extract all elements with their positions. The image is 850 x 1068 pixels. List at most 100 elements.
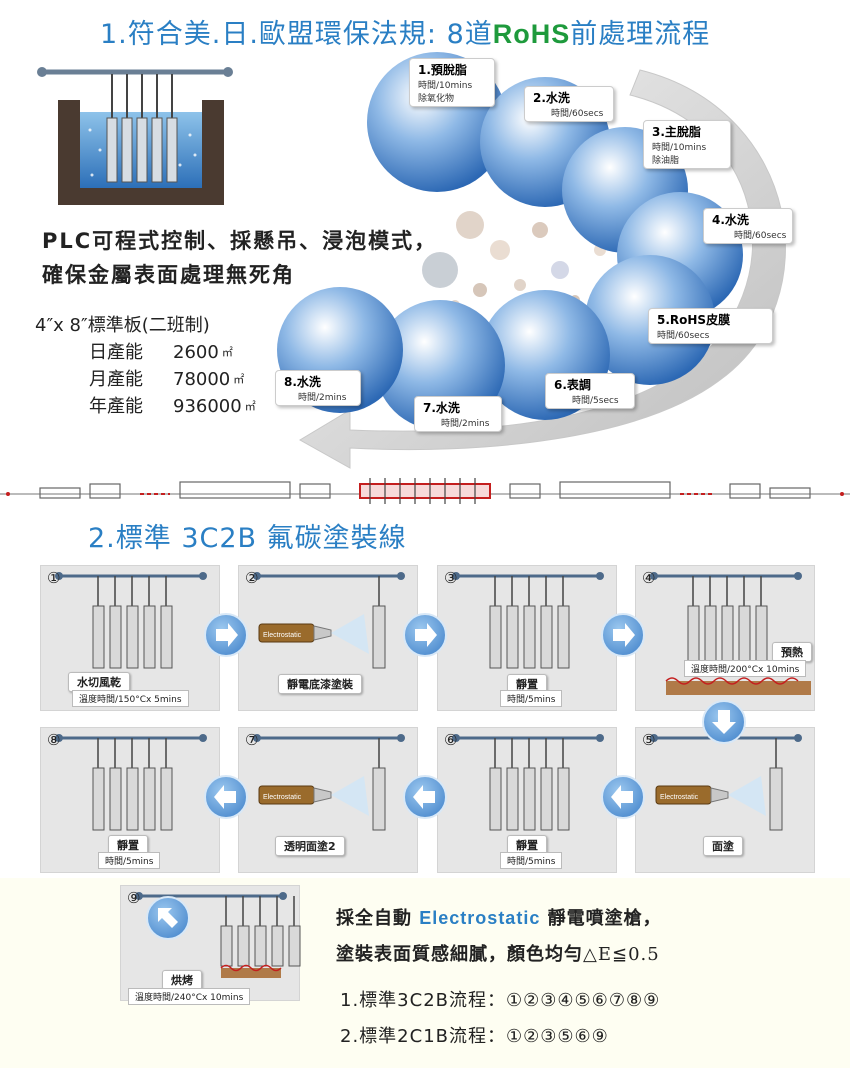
capacity-label: 月產能 [89,369,143,390]
panel-step-detail: 溫度時間/200°Cx 10mins [684,660,807,677]
step-name: 7.水洗 [423,401,460,415]
step-time: 時間/10mins [418,81,473,91]
capacity-label: 日產能 [89,342,143,363]
step-label: 4.水洗 時間/60secs [703,208,793,244]
right-arrow-icon [204,613,248,657]
capacity-label: 年產能 [89,396,143,417]
process-panel: ④ [635,565,815,711]
panel-illustration [135,892,301,978]
dip-tank-illustration [37,67,233,205]
panel-illustration [452,734,604,831]
rohs-mark: RoHS [492,19,571,49]
panel-illustration [55,572,207,669]
section1-title-prefix: 1.符合美.日.歐盟環保法規: 8道 [100,19,493,50]
panel-step-number: ① [47,569,61,587]
process-panel: Electrostatic ⑦ [238,727,418,873]
panel-step-number: ⑥ [444,731,458,749]
step-time: 時間/60secs [657,331,710,341]
feature-line-2: 塗裝表面質感細膩，顏色均勻△E≦0.5 [336,937,662,973]
right-arrow-icon [601,613,645,657]
step-name: 6.表調 [554,378,591,392]
capacity-value: 78000 [173,369,231,390]
panel-step-number: ⑦ [245,731,259,749]
panel-step-number: ② [245,569,259,587]
step-label: 5.RoHS皮膜 時間/60secs [648,308,773,344]
left-arrow-icon [204,775,248,819]
panel-step-number: ⑤ [642,731,656,749]
panel-step-name: 靜置 [507,835,547,855]
section1-title: 1.符合美.日.歐盟環保法規: 8道RoHS前處理流程 [100,12,710,51]
capacity-unit: ㎡ [221,346,233,359]
panel-step-name: 預熱 [772,642,812,662]
panel-illustration [452,572,604,669]
panel-step-name: 靜電底漆塗裝 [278,674,362,694]
step-time: 時間/10mins [652,143,707,153]
step-label: 6.表調 時間/5secs [545,373,635,409]
process-panel: ⑨ [120,885,301,1001]
right-arrow-icon [403,613,447,657]
step-time: 時間/60secs [734,231,787,241]
step-time: 時間/60secs [551,109,604,119]
section1-title-suffix: 前處理流程 [570,19,711,50]
feature-line-1: 採全自動 Electrostatic 靜電噴塗槍， [336,900,662,937]
panel-step-detail: 時間/5mins [500,852,563,869]
panel-illustration [55,734,207,831]
panel-step-name: 靜置 [108,835,148,855]
step-label: 2.水洗 時間/60secs [524,86,614,122]
electrostatic-gun-label: Electrostatic [660,794,699,801]
plc-line-1: PLC可程式控制、採懸吊、浸泡模式， [42,229,438,253]
electrostatic-gun-label: Electrostatic [263,794,302,801]
step-label: 3.主脫脂 時間/10mins 除油脂 [643,120,731,169]
capacity-unit: ㎡ [244,400,256,413]
panel-step-detail: 時間/5mins [500,690,563,707]
panel-step-number: ③ [444,569,458,587]
panel-step-detail: 溫度時間/240°Cx 10mins [128,988,251,1005]
panel-step-number: ④ [642,569,656,587]
panel-illustration: Electrostatic [650,734,802,831]
plc-description: PLC可程式控制、採懸吊、浸泡模式， 確保金屬表面處理無死角 [42,224,437,292]
panel-illustration: Electrostatic [253,734,405,831]
feature-text-part: 採全自動 [336,908,420,929]
step-name: 5.RoHS皮膜 [657,313,731,327]
flow-3c2b: 1.標準3C2B流程：①②③④⑤⑥⑦⑧⑨ [340,990,661,1011]
panel-step-name: 透明面塗2 [275,836,345,856]
plc-line-2: 確保金屬表面處理無死角 [42,263,295,287]
section2-title: 2.標準 3C2B 氟碳塗裝線 [88,523,407,554]
conveyor-track [0,478,850,504]
capacity-value: 2600 [173,342,219,363]
step-name: 8.水洗 [284,375,321,389]
step-name: 3.主脫脂 [652,125,701,139]
capacity-unit: ㎡ [233,373,245,386]
feature-text-part: 靜電噴塗槍， [540,908,662,929]
panel-illustration: Electrostatic [253,572,405,669]
step-name: 2.水洗 [533,91,570,105]
feature-text: 採全自動 Electrostatic 靜電噴塗槍， 塗裝表面質感細膩，顏色均勻△… [336,900,662,973]
delta-e-value: △E≦0.5 [583,944,660,965]
step-time: 時間/2mins [298,393,347,403]
panel-step-detail: 溫度時間/150°Cx 5mins [72,690,189,707]
step-label: 1.預脫脂 時間/10mins 除氧化物 [409,58,495,107]
step-name: 1.預脫脂 [418,63,467,77]
capacity-header: 4″x 8″標準板(二班制) [35,315,210,336]
panel-step-name: 面塗 [703,836,743,856]
step-label: 7.水洗 時間/2mins [414,396,502,432]
capacity-value: 936000 [173,396,242,417]
panel-step-name: 水切風乾 [68,672,130,692]
electrostatic-term: Electrostatic [419,908,541,928]
electrostatic-gun-label: Electrostatic [263,632,302,639]
down-arrow-icon [702,700,746,744]
flow-2c1b: 2.標準2C1B流程：①②③⑤⑥⑨ [340,1026,609,1047]
step-time: 時間/2mins [441,419,490,429]
panel-step-name: 靜置 [507,674,547,694]
panel-illustration [650,572,811,695]
step-note: 除油脂 [652,156,680,166]
cycle-arrow [299,69,786,469]
step-name: 4.水洗 [712,213,749,227]
process-panel: ⑥ [437,727,617,873]
panel-step-number: ⑧ [47,731,61,749]
step-label: 8.水洗 時間/2mins [275,370,361,406]
